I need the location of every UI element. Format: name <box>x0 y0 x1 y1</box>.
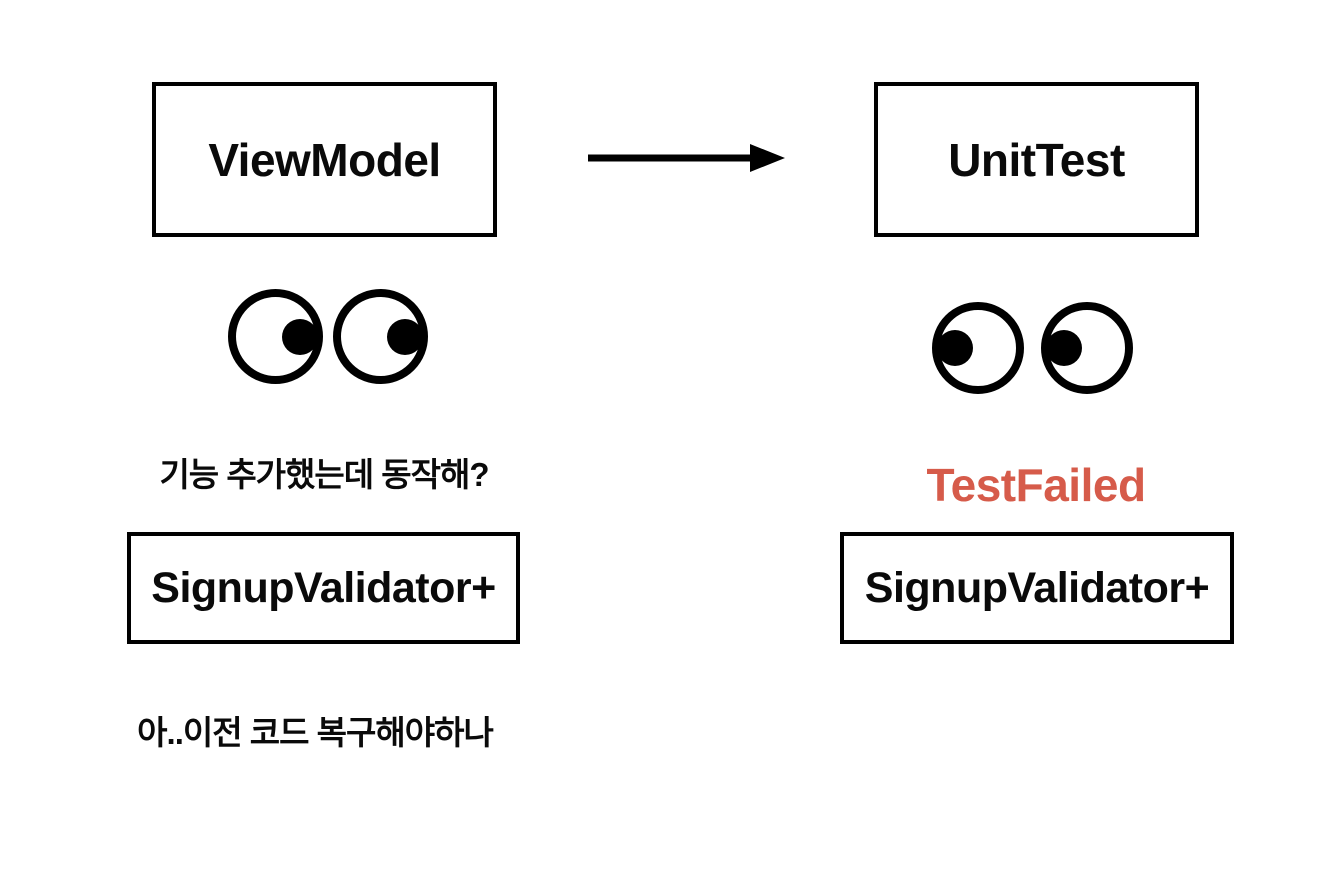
question-caption: 기능 추가했는데 동작해? <box>159 456 489 493</box>
test-failed-status: TestFailed <box>926 459 1146 511</box>
signup-validator-left-label: SignupValidator+ <box>151 563 496 612</box>
pupil <box>937 330 973 366</box>
pupil <box>387 318 423 355</box>
unittest-box: UnitTest <box>874 82 1199 237</box>
viewmodel-box-label: ViewModel <box>208 133 441 186</box>
pupil <box>282 318 318 355</box>
viewmodel-box: ViewModel <box>152 82 497 237</box>
eyes-looking-right-icon <box>228 289 428 384</box>
eye-icon <box>1041 302 1133 394</box>
eye-icon <box>228 289 323 384</box>
signup-validator-box-right: SignupValidator+ <box>840 532 1234 644</box>
arrow-right-icon <box>588 140 788 176</box>
signup-validator-right-label: SignupValidator+ <box>864 563 1210 612</box>
signup-validator-box-left: SignupValidator+ <box>127 532 520 644</box>
thought-caption: 아..이전 코드 복구해야하나 <box>137 714 494 751</box>
eye-icon <box>932 302 1024 394</box>
eyes-looking-left-icon <box>932 302 1133 394</box>
unittest-box-label: UnitTest <box>948 133 1125 186</box>
eye-icon <box>333 289 428 384</box>
pupil <box>1046 330 1082 366</box>
